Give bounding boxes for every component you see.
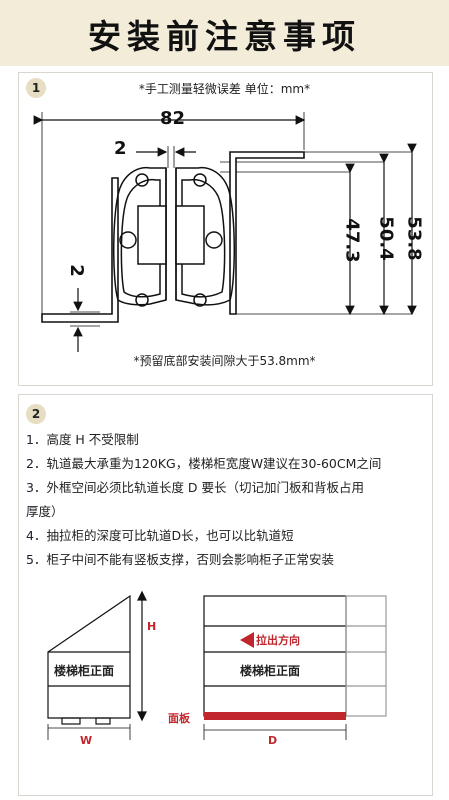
list-item: 3．外框空间必须比轨道长度 D 要长（切记加门板和背板占用 [26, 480, 365, 495]
pull-direction-label: 拉出方向 [256, 634, 300, 647]
section-1-badge: 1 [26, 78, 46, 98]
list-item: 2．轨道最大承重为120KG，楼梯柜宽度W建议在30-60CM之间 [26, 456, 382, 471]
left-cabinet-label: 楼梯柜正面 [54, 664, 115, 678]
list-item: 厚度） [26, 504, 64, 519]
section-2-badge: 2 [26, 404, 46, 424]
page-title: 安装前注意事项 [88, 17, 361, 56]
bottom-gap-note: *预留底部安装间隙大于53.8mm* [133, 354, 316, 368]
list-item: 5．柜子中间不能有竖板支撑，否则会影响柜子正常安装 [26, 552, 334, 567]
list-item: 4．抽拉柜的深度可比轨道D长，也可以比轨道短 [26, 528, 294, 543]
width-label: W [80, 734, 93, 747]
width-dimension: 82 [160, 108, 186, 129]
header-banner: 安装前注意事项 [0, 0, 449, 66]
list-item: 1．高度 H 不受限制 [26, 432, 139, 447]
face-panel-label: 面板 [168, 712, 190, 725]
height-label: H [147, 620, 157, 633]
depth-label: D [268, 734, 278, 747]
right-cabinet-label: 楼梯柜正面 [240, 664, 301, 678]
gap-dimension: 2 [114, 138, 127, 159]
measurement-note: *手工测量轻微误差 单位：mm* [138, 82, 311, 96]
notes-list: 1．高度 H 不受限制 2．轨道最大承重为120KG，楼梯柜宽度W建议在30-6… [26, 428, 430, 572]
section-2-panel [18, 394, 433, 796]
